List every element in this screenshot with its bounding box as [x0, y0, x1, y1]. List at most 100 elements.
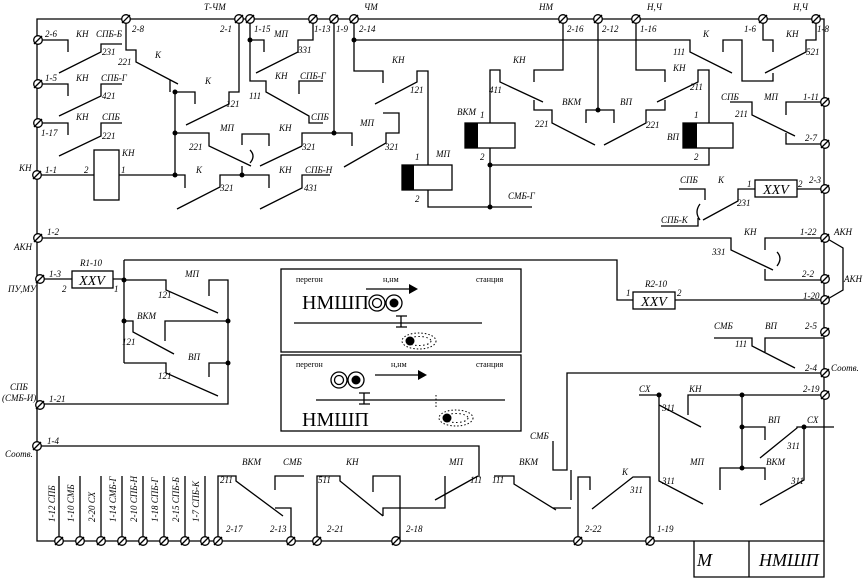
circuit-label: ВП — [620, 97, 632, 107]
terminal-icon — [33, 35, 43, 45]
sheet-letter: М — [696, 550, 713, 570]
circuit-label: ВКМ — [519, 457, 538, 467]
contact-mp-321 — [343, 112, 400, 168]
arrowhead-icon — [409, 284, 418, 294]
circuit-label: 2-3 — [809, 175, 821, 185]
circuit-label: СПБ — [10, 382, 29, 392]
r2-wire — [124, 259, 824, 301]
circuit-label: СПБ — [102, 112, 121, 122]
circuit-label: АКН — [833, 227, 852, 237]
terminal-icon — [391, 536, 401, 546]
circuit-label: R2-10 — [644, 279, 667, 289]
circuit-label: Н,Ч — [646, 2, 663, 12]
circuit-label: 1-22 — [800, 227, 817, 237]
panel-label-left: перегон — [296, 360, 323, 369]
circuit-label: 121 — [410, 85, 424, 95]
circuit-label: 1-17 — [41, 128, 58, 138]
terminal-icon — [234, 14, 244, 24]
circuit-label: 2-12 — [602, 24, 619, 34]
terminal-icon — [758, 14, 768, 24]
smb-g-wire — [427, 148, 710, 208]
circuit-label: КН — [785, 29, 799, 39]
bottom-wire-label: 2-10 СПБ-Н — [129, 475, 139, 522]
terminal-icon — [820, 139, 830, 149]
circuit-label: Соотв. — [831, 363, 859, 373]
circuit-label: 111 — [492, 475, 504, 485]
circuit-label: К — [204, 76, 212, 86]
junction-dot — [172, 172, 178, 178]
circuit-label: 231 — [737, 198, 751, 208]
relay-coil-vkm-marker — [465, 123, 478, 148]
circuit-label: ВКМ — [137, 311, 156, 321]
circuit-label: КН — [391, 55, 405, 65]
terminal-icon — [180, 536, 190, 546]
terminal-icon — [631, 14, 641, 24]
arrowhead-icon — [418, 370, 427, 380]
panel-label-left: перегон — [296, 275, 323, 284]
contact-k-221 — [125, 19, 196, 104]
terminal-icon — [820, 184, 830, 194]
terminal-icon — [35, 274, 45, 284]
circuit-label: К — [154, 50, 162, 60]
circuit-label: СПБ — [680, 175, 699, 185]
circuit-label: ВП — [667, 132, 679, 142]
circuit-label: КН — [688, 384, 702, 394]
circuit-label: (СМБ-И) — [2, 393, 36, 403]
circuit-label: 2-6 — [45, 29, 57, 39]
circuit-label: 1-6 — [744, 24, 756, 34]
terminal-icon — [312, 536, 322, 546]
junction-dot — [351, 37, 357, 43]
circuit-label: 121 — [158, 290, 172, 300]
circuit-label: 1-11 — [803, 92, 819, 102]
junction-dot — [121, 318, 127, 324]
bottom-wire-label: 1-7 СПБ-К — [191, 480, 201, 522]
circuit-label: ВП — [188, 352, 200, 362]
terminal-icon — [573, 536, 583, 546]
circuit-label: СМБ-Г — [508, 191, 536, 201]
circuit-label: 1-3 — [49, 269, 61, 279]
contact-111-331 — [249, 19, 323, 124]
circuit-label: 221 — [535, 119, 549, 129]
contact-kn-spbb — [37, 39, 122, 74]
junction-dot — [247, 37, 253, 43]
contact-kn-411 — [489, 19, 564, 123]
circuit-label: 311 — [661, 403, 675, 413]
junction-dot — [331, 130, 337, 136]
circuit-label: 2 — [694, 152, 699, 162]
circuit-label: 421 — [102, 91, 116, 101]
contact-kn-spbg — [37, 83, 122, 117]
circuit-label: ВКМ — [242, 457, 261, 467]
circuit-label: 221 — [646, 120, 660, 130]
terminal-icon — [308, 14, 318, 24]
terminal-icon — [329, 14, 339, 24]
circuit-label: КН — [743, 227, 757, 237]
circuit-label: 221 — [189, 142, 203, 152]
contact-vkm-vp-221 — [533, 19, 666, 146]
circuit-label: 1-16 — [640, 24, 657, 34]
circuit-label: МП — [184, 269, 199, 279]
circuit-label: 1 — [480, 110, 485, 120]
circuit-label: 1 — [626, 288, 631, 298]
terminal-icon — [33, 233, 43, 243]
junction-dot — [487, 162, 493, 168]
contact-spb-mp-211 — [730, 101, 824, 145]
circuit-label: 2-5 — [805, 321, 817, 331]
circuit-label: 2-4 — [805, 363, 817, 373]
contact-smb-vp-111 — [552, 337, 824, 471]
circuit-label: ВП — [768, 415, 780, 425]
relay-coil-kn — [93, 149, 120, 201]
junction-dot — [656, 392, 662, 398]
circuit-label: 321 — [219, 183, 234, 193]
dotted-signal-icon — [435, 395, 474, 427]
circuit-label: КН — [18, 163, 32, 173]
circuit-label: КН — [75, 112, 89, 122]
panel-title: НМШП — [302, 409, 369, 431]
circuit-label: 121 — [158, 371, 172, 381]
circuit-label: 111 — [673, 47, 685, 57]
circuit-label: Т-ЧМ — [204, 2, 226, 12]
circuit-label: КН — [75, 29, 89, 39]
circuit-label: СПБ-К — [661, 215, 689, 225]
contact-k-321 — [176, 166, 330, 210]
circuit-label: 1-2 — [47, 227, 59, 237]
